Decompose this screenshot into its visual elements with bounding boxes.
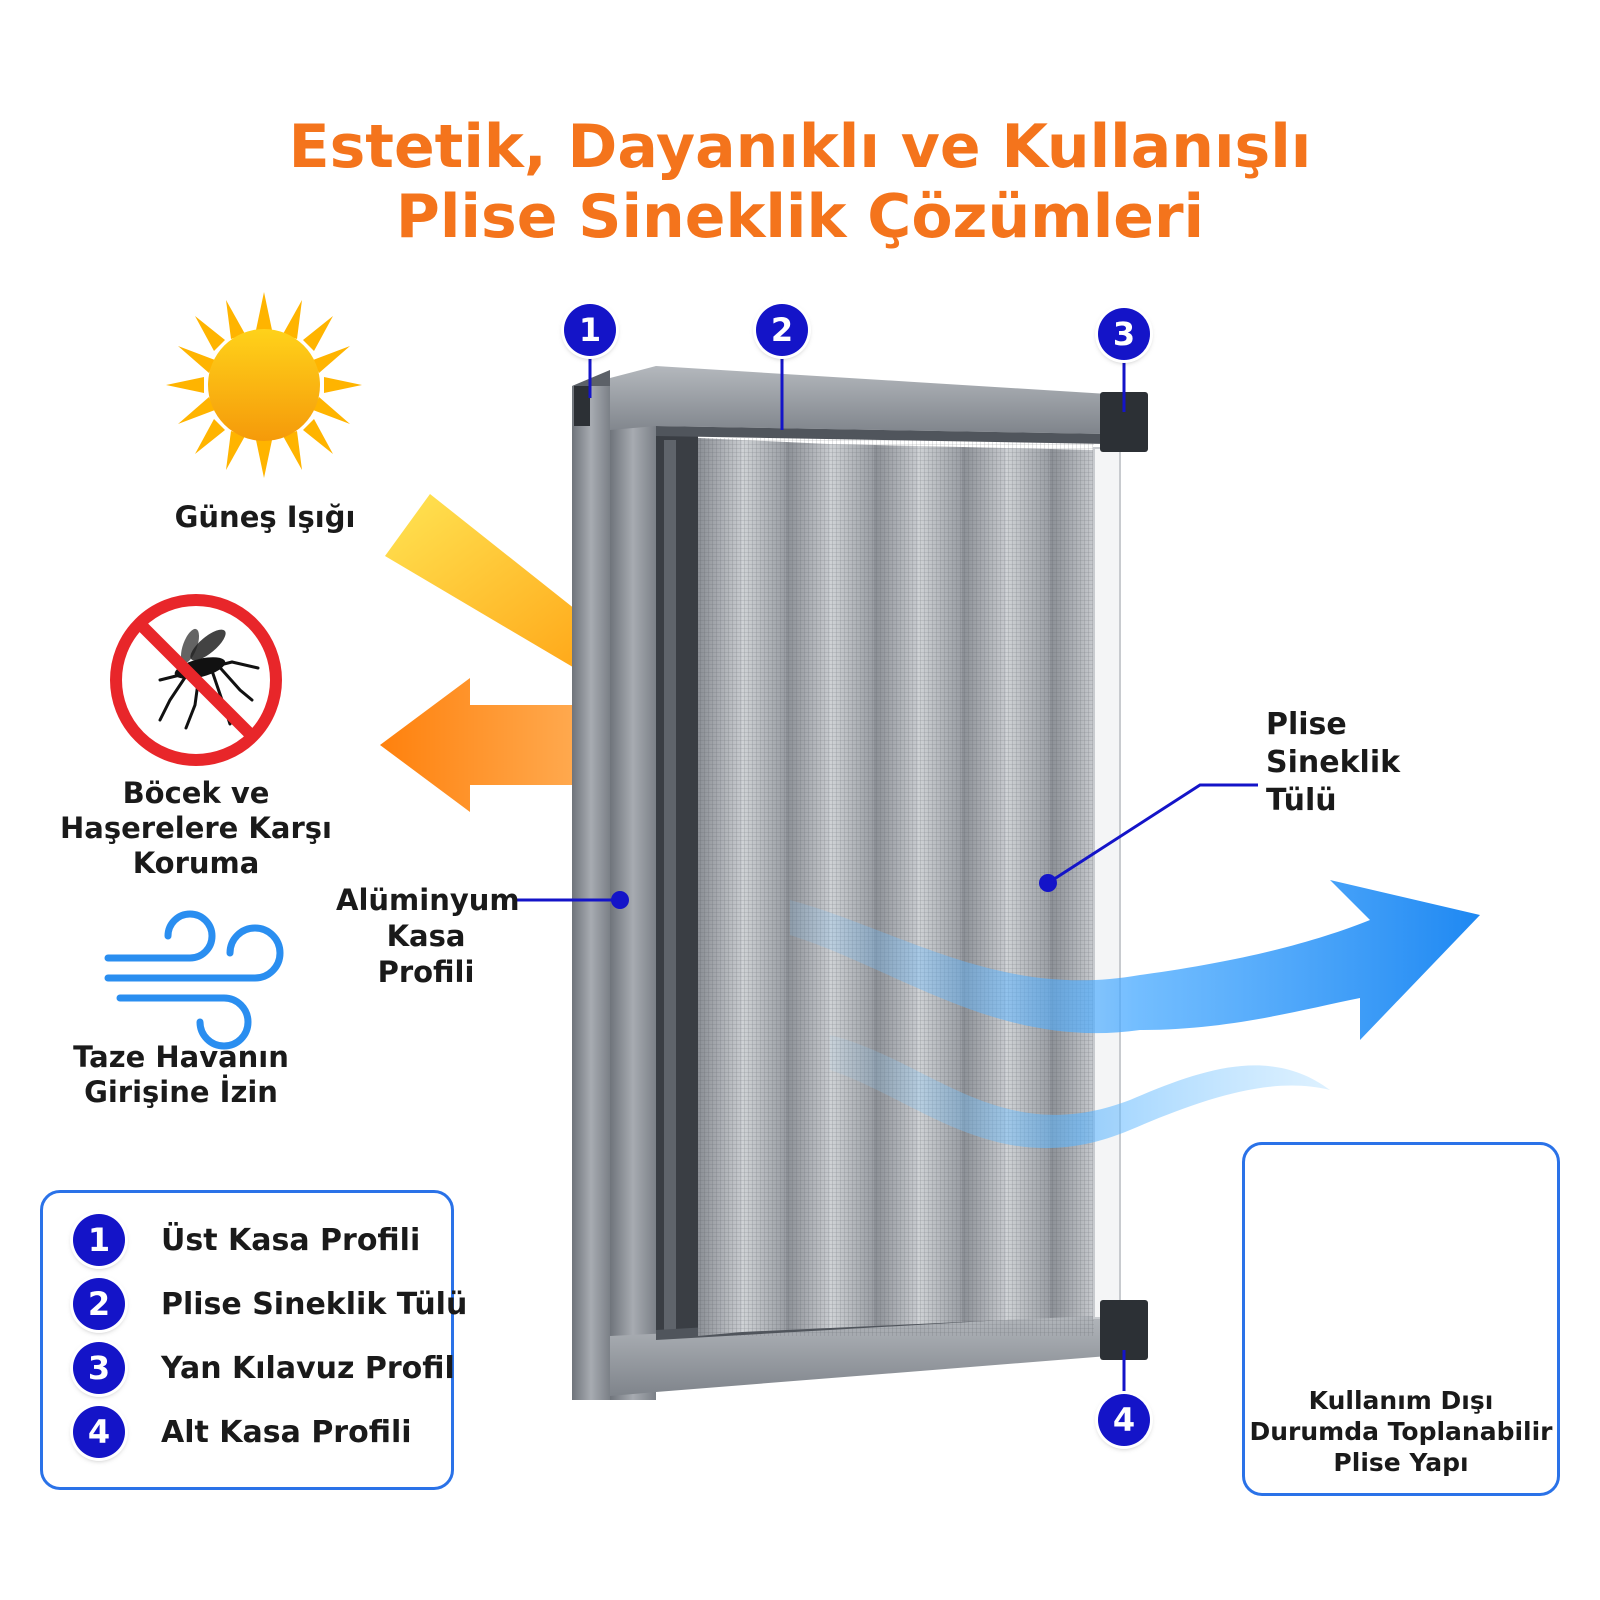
legend-row: 4 Alt Kasa Profili	[73, 1405, 412, 1459]
callout-frame-profile: Alüminyum Kasa Profili	[336, 883, 520, 989]
legend-row: 2 Plise Sineklik Tülü	[73, 1277, 467, 1331]
badge-bottom-frame: 4	[1098, 1394, 1150, 1446]
legend-badge: 1	[73, 1214, 125, 1266]
feature-air-label: Taze Havanın Girişine İzin	[73, 1040, 289, 1109]
legend-label: Yan Kılavuz Profil	[161, 1350, 455, 1386]
legend-badge: 3	[73, 1342, 125, 1394]
legend-box: 1 Üst Kasa Profili 2 Plise Sineklik Tülü…	[40, 1190, 467, 1490]
airflow-arrow	[790, 880, 1480, 1040]
wind-icon	[104, 910, 284, 1050]
legend-label: Plise Sineklik Tülü	[161, 1286, 468, 1322]
legend-row: 3 Yan Kılavuz Profil	[73, 1341, 455, 1395]
top-right-corner-cap	[1100, 392, 1148, 452]
legend-badge: 4	[73, 1406, 125, 1458]
airflow-stream	[830, 1035, 1330, 1149]
folded-screen-label: Kullanım Dışı Durumda Toplanabilir Plise…	[1249, 1386, 1553, 1477]
legend-label: Alt Kasa Profili	[161, 1414, 412, 1450]
legend-badge: 2	[73, 1278, 125, 1330]
right-guide-profile	[1093, 447, 1121, 1319]
page-title-line-2: Plise Sineklik Çözümleri	[395, 182, 1205, 252]
folded-screen-box: Kullanım Dışı Durumda Toplanabilir Plise…	[1242, 1142, 1560, 1496]
no-mosquito-icon	[110, 594, 282, 766]
badge-side-guide: 3	[1098, 308, 1150, 360]
bottom-right-corner-cap	[1100, 1300, 1148, 1360]
legend-label: Üst Kasa Profili	[161, 1222, 421, 1258]
sun-icon	[166, 292, 362, 478]
top-frame-profile	[610, 366, 1108, 434]
callout-mesh: Plise Sineklik Tülü	[1266, 707, 1401, 818]
feature-sunlight-label: Güneş Işığı	[174, 500, 356, 534]
left-frame-outer	[572, 386, 610, 1400]
pleated-mesh	[698, 438, 1094, 1336]
page-title-line-1: Estetik, Dayanıklı ve Kullanışlı	[288, 112, 1312, 182]
badge-top-frame: 1	[564, 304, 616, 356]
legend-row: 1 Üst Kasa Profili	[73, 1213, 420, 1267]
badge-mesh: 2	[756, 304, 808, 356]
feature-insect-label: Böcek ve Haşerelere Karşı Koruma	[60, 776, 332, 880]
